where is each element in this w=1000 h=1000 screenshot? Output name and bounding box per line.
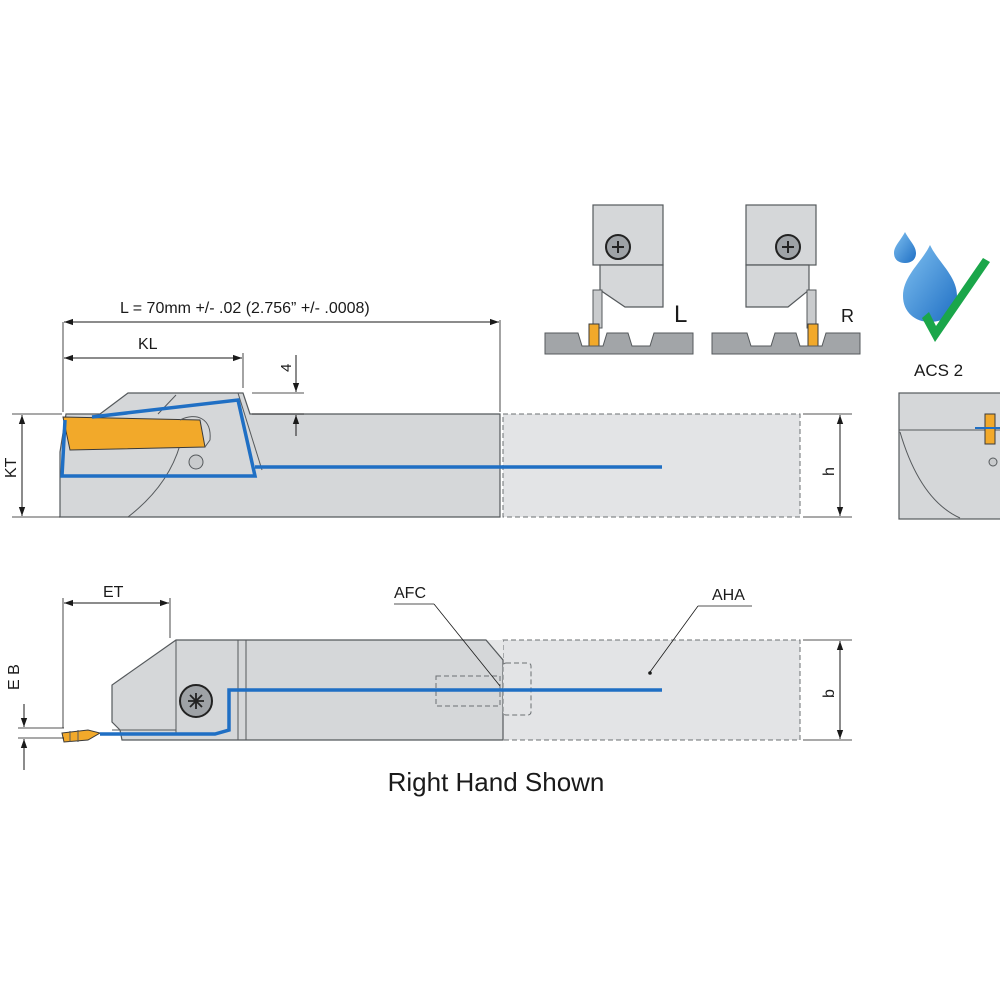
coolant-channel-side — [60, 398, 258, 478]
dimension-eb: E B — [6, 664, 64, 770]
four-label: 4 — [278, 364, 295, 372]
acs-label: ACS 2 — [914, 361, 963, 380]
water-drops-check-icon — [894, 232, 990, 342]
kt-label: KT — [3, 457, 20, 478]
side-view — [59, 392, 801, 518]
left-hand-view: L — [544, 204, 694, 355]
b-label: b — [821, 689, 838, 698]
length-label: L = 70mm +/- .02 (2.756” +/- .0008) — [120, 300, 370, 317]
dimension-et: ET — [62, 584, 171, 728]
right-label: R — [841, 306, 854, 326]
aha-label: AHA — [712, 587, 745, 604]
dimension-b: b — [803, 639, 852, 741]
eb-label: E B — [6, 664, 23, 690]
top-view — [61, 639, 801, 743]
left-label: L — [674, 301, 687, 328]
grooving-insert-top — [61, 729, 102, 743]
dimension-length: L = 70mm +/- .02 (2.756” +/- .0008) — [62, 300, 501, 412]
grooving-insert-side — [62, 416, 206, 451]
workpiece-left — [544, 332, 694, 355]
afc-label: AFC — [394, 585, 426, 602]
afc-callout: AFC — [394, 585, 501, 687]
aha-callout: AHA — [648, 587, 752, 675]
end-view — [898, 392, 1000, 520]
dimension-kt: KT — [3, 413, 62, 518]
dimension-four: 4 — [252, 355, 304, 436]
h-label: h — [821, 467, 838, 476]
kl-label: KL — [138, 336, 158, 353]
coolant-channel-top — [100, 688, 662, 736]
et-label: ET — [103, 584, 124, 601]
dimension-h: h — [803, 413, 852, 518]
right-hand-view: R — [711, 204, 861, 355]
caption: Right Hand Shown — [388, 767, 605, 797]
workpiece-right — [711, 332, 861, 355]
dimension-kl: KL — [64, 336, 244, 388]
